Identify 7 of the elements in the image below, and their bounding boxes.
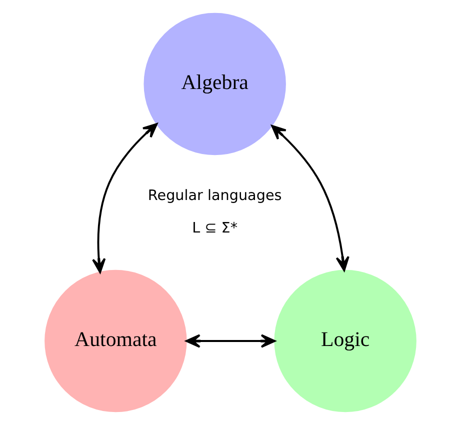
arrow [186,334,276,348]
arrow [271,124,350,272]
label: Regular languages [148,188,282,204]
node-circle: Logic [274,270,416,412]
node-circle: Automata [44,270,187,412]
arrow [92,123,158,274]
label: L ⊆ Σ* [192,220,238,236]
